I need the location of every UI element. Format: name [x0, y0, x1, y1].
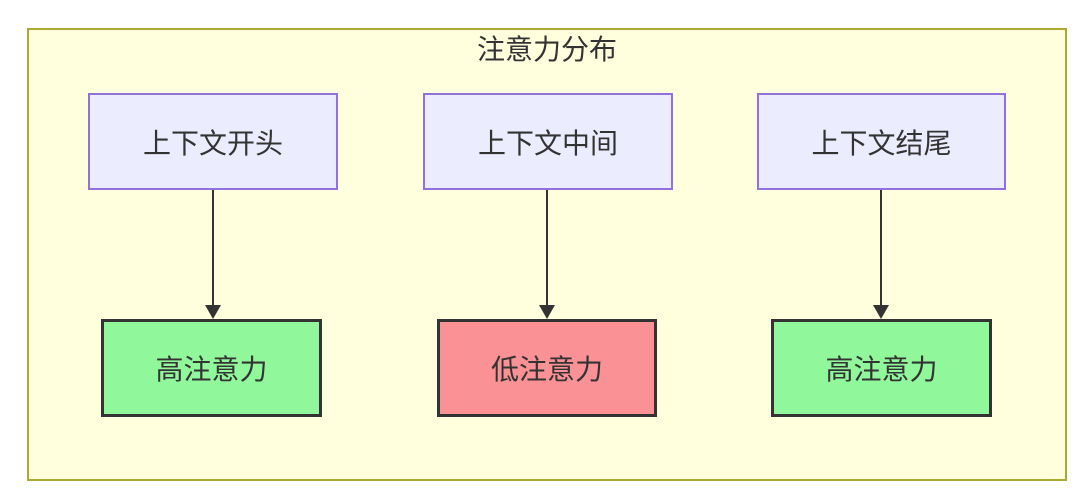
low-attention-node: 低注意力: [437, 319, 657, 417]
arrow-line: [212, 190, 214, 308]
arrow-line: [880, 190, 882, 308]
high-attention-node: 高注意力: [771, 319, 992, 417]
diagram-title: 注意力分布: [476, 34, 617, 65]
high-attention-node: 高注意力: [101, 319, 322, 417]
context-start-node: 上下文开头: [88, 93, 338, 190]
arrow-head-icon: [539, 305, 555, 319]
arrow-line: [546, 190, 548, 308]
context-middle-node: 上下文中间: [423, 93, 673, 190]
arrow-head-icon: [873, 305, 889, 319]
arrow-head-icon: [205, 305, 221, 319]
context-end-node: 上下文结尾: [757, 93, 1006, 190]
